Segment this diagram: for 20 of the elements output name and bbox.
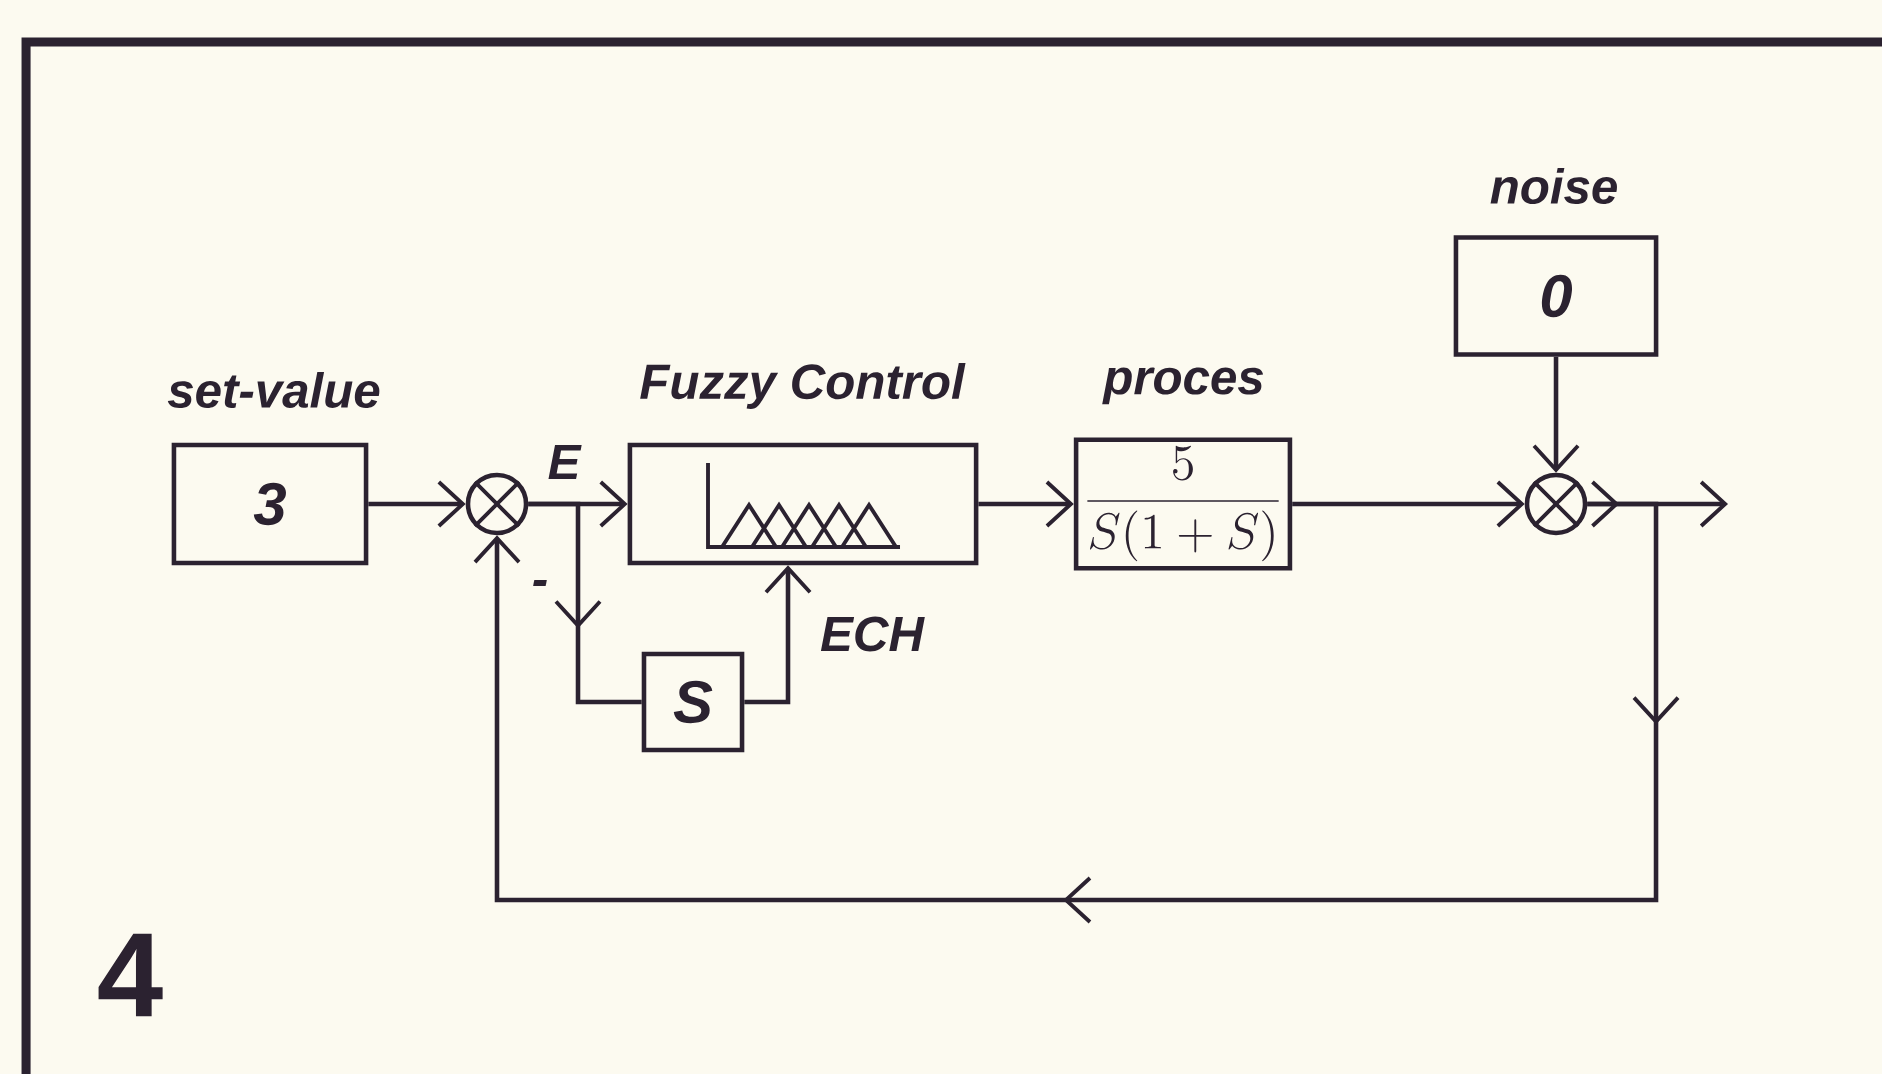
- arrow: [473, 501, 1680, 924]
- arrow: [1292, 480, 1525, 528]
- arrow: [368, 480, 466, 528]
- block-box: S: [641, 651, 745, 753]
- edge-label: E: [548, 445, 582, 479]
- block-title: noise: [1490, 167, 1617, 205]
- block-title: set-value: [167, 371, 380, 409]
- arrow: [978, 480, 1074, 528]
- block-box: 0: [1453, 235, 1659, 357]
- arrow: [1532, 356, 1580, 473]
- figure-number: 4: [98, 933, 163, 1017]
- summing-junction: [1524, 472, 1588, 536]
- block-box: $\frac{5}{S(1+S)}$: [1073, 437, 1293, 571]
- summing-junction: [465, 472, 529, 536]
- edge-label: ECH: [820, 616, 925, 652]
- arrow: [744, 565, 812, 705]
- sign-label: -: [533, 580, 547, 586]
- block-title: Fuzzy Control: [640, 363, 966, 409]
- block-title: proces: [1102, 367, 1264, 405]
- block-box: 3: [171, 442, 369, 566]
